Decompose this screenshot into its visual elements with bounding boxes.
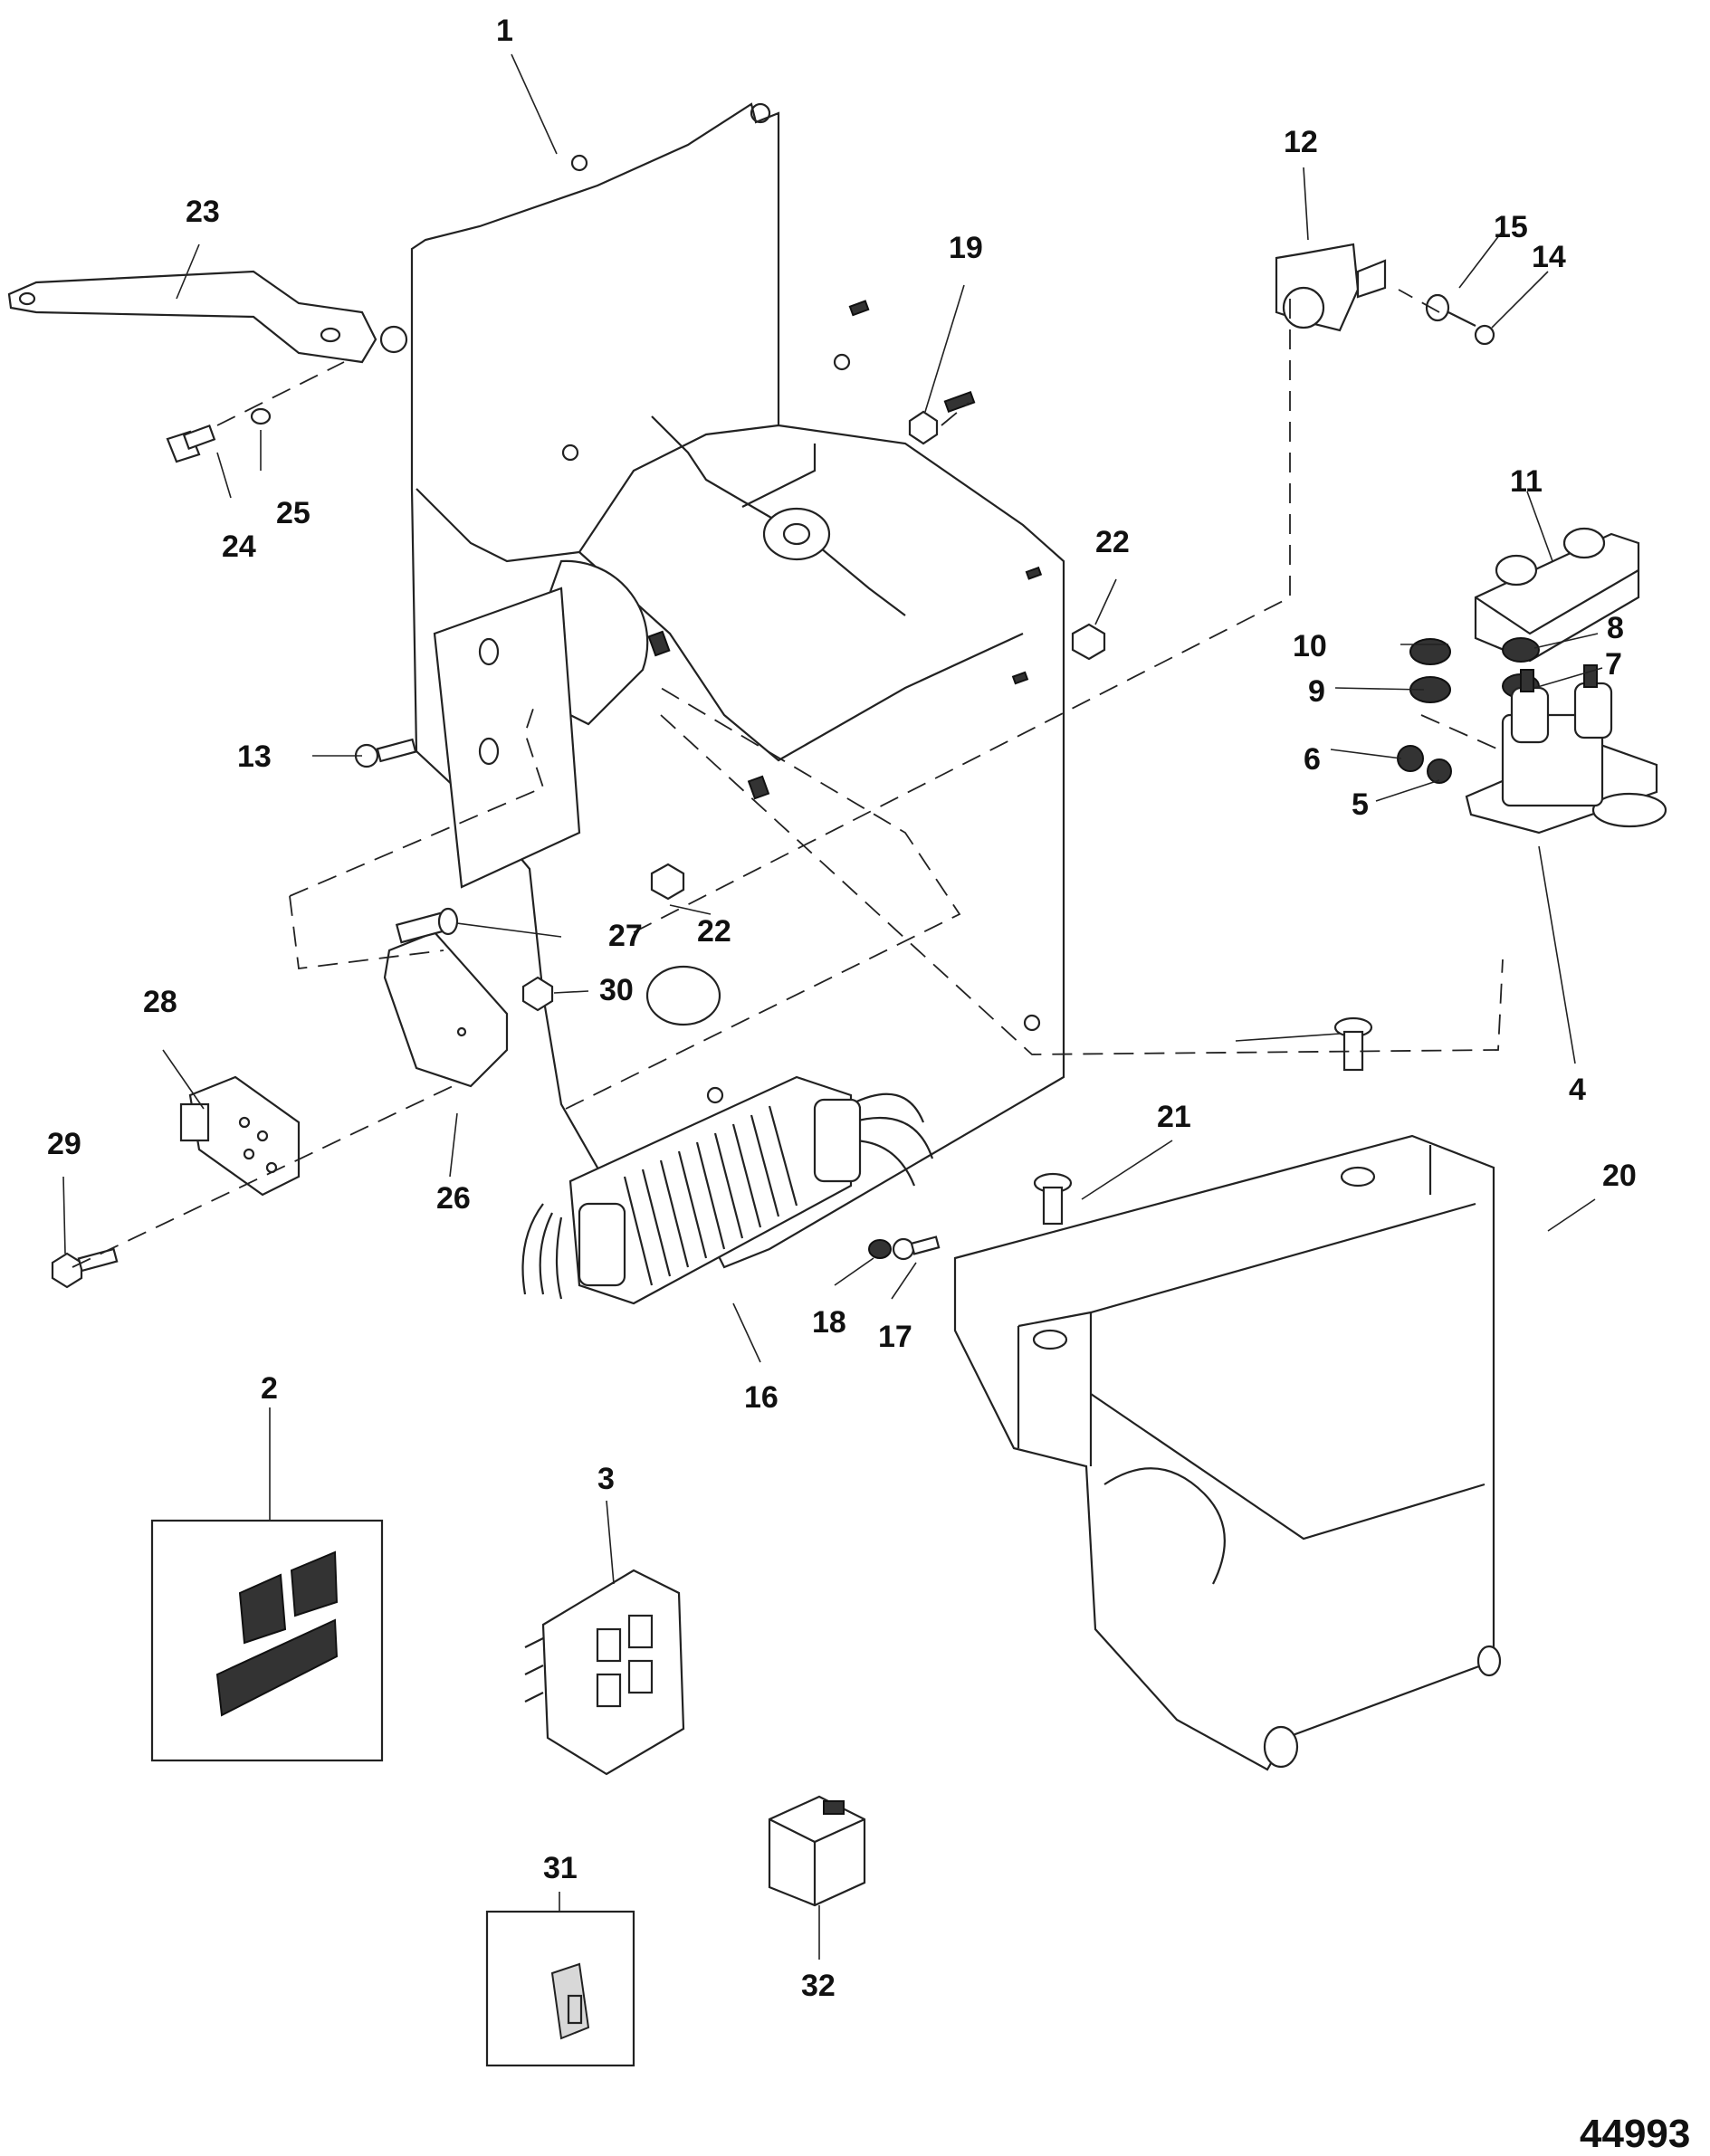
- nut-10: [1409, 638, 1451, 665]
- callout-12: 12: [1284, 125, 1318, 159]
- callouts: 1 2 3 4 5 6 7 8 9 10 11 12 13 14 15 16 1…: [47, 14, 1690, 2156]
- callout-30: 30: [599, 973, 634, 1007]
- nut-22-right: [1071, 623, 1106, 661]
- callout-21: 21: [1157, 1100, 1191, 1134]
- decal-set: [150, 1519, 384, 1762]
- terminal-boot: [1474, 527, 1640, 663]
- callout-3: 3: [597, 1462, 615, 1496]
- callout-27: 27: [608, 919, 643, 953]
- callout-31: 31: [543, 1851, 578, 1885]
- callout-20: 20: [1602, 1159, 1637, 1193]
- callout-6: 6: [1304, 742, 1321, 777]
- washer-5: [1427, 758, 1452, 784]
- callout-22-right: 22: [1095, 525, 1130, 559]
- nut-19: [908, 390, 976, 445]
- assembly-lines: [72, 289, 1504, 1268]
- callout-29: 29: [47, 1127, 81, 1161]
- callout-23: 23: [186, 195, 220, 229]
- screw-17: [892, 1235, 941, 1261]
- starter-solenoid: [1420, 664, 1667, 835]
- callout-13: 13: [237, 739, 272, 774]
- callout-25: 25: [276, 496, 310, 530]
- callout-26: 26: [436, 1181, 471, 1216]
- screw-14: [1447, 311, 1495, 346]
- callout-18: 18: [812, 1305, 846, 1340]
- callout-28: 28: [143, 985, 177, 1019]
- callout-11: 11: [1510, 464, 1543, 499]
- control-module: [521, 1075, 934, 1305]
- callout-4: 4: [1569, 1073, 1586, 1107]
- support-arm: [7, 270, 408, 364]
- figure-number: 44993: [1580, 2112, 1690, 2156]
- fuse: [485, 1910, 635, 2067]
- nut-8: [1502, 637, 1540, 663]
- leader-lines: [62, 53, 1603, 1960]
- relay: [768, 1795, 866, 1907]
- callout-8: 8: [1607, 611, 1624, 645]
- callout-2: 2: [261, 1371, 278, 1406]
- callout-14: 14: [1532, 240, 1566, 274]
- bracket-26: [383, 930, 509, 1088]
- callout-16: 16: [744, 1380, 779, 1415]
- washer-18: [868, 1239, 892, 1259]
- mounting-bracket: [410, 102, 1065, 1269]
- cover: [953, 1134, 1502, 1771]
- callout-10: 10: [1293, 629, 1327, 663]
- nut-6: [1397, 745, 1424, 772]
- screw-27: [395, 907, 459, 944]
- screw-21-left: [1033, 1172, 1073, 1226]
- callout-32: 32: [801, 1969, 836, 2003]
- callout-22-lower: 22: [697, 914, 731, 949]
- connector-plate: [524, 1569, 685, 1776]
- callout-7: 7: [1605, 647, 1622, 682]
- callout-24: 24: [222, 529, 256, 564]
- callout-9: 9: [1308, 674, 1325, 709]
- screw-13: [354, 738, 417, 768]
- screw-21-right: [1333, 1016, 1373, 1072]
- callout-17: 17: [878, 1320, 912, 1354]
- callout-5: 5: [1352, 787, 1369, 822]
- relay-bracket: [179, 1075, 301, 1197]
- screw-29: [51, 1247, 119, 1289]
- nut-22-lower: [650, 863, 685, 901]
- screw-24: [166, 424, 216, 463]
- circuit-breaker: [1275, 243, 1387, 332]
- callout-15: 15: [1494, 210, 1528, 244]
- nut-30: [521, 976, 554, 1012]
- callout-19: 19: [949, 231, 983, 265]
- washer-15: [1425, 293, 1450, 322]
- washer-25: [250, 407, 272, 425]
- callout-1: 1: [496, 14, 513, 48]
